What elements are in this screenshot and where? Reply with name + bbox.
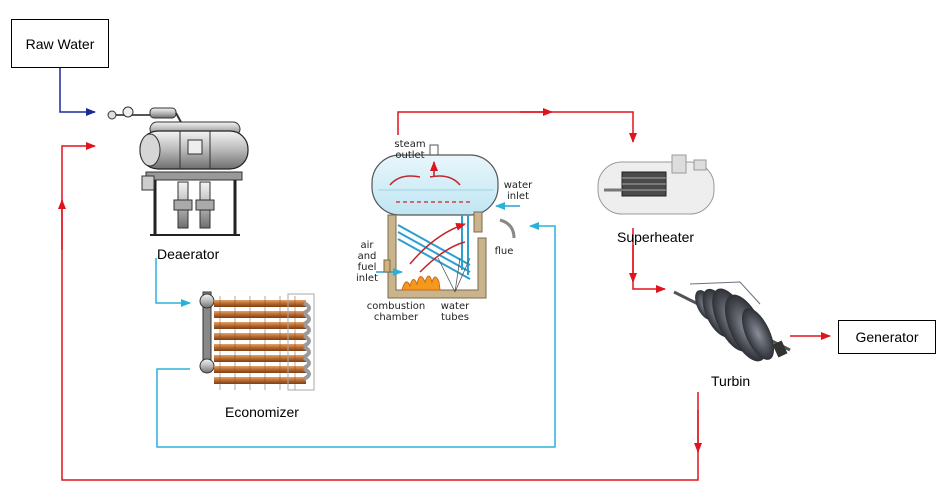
water-inlet-label: water inlet: [500, 180, 536, 202]
air-line4: inlet: [356, 273, 378, 284]
combustion-line1: combustion: [366, 301, 426, 312]
raw-water-box: Raw Water: [11, 19, 109, 68]
economizer-label: Economizer: [225, 404, 299, 420]
deaerator-illustration: [107, 106, 249, 236]
air-line2: and: [357, 251, 377, 262]
superheater-illustration: [597, 154, 715, 215]
superheater-to-turbin-line: [629, 228, 666, 293]
combustion-chamber-label: combustion chamber: [364, 301, 428, 323]
air-line3: fuel: [357, 262, 377, 273]
water-inlet-line2: inlet: [507, 191, 529, 202]
boiler-to-superheater-line: [397, 108, 637, 143]
water-inlet-line1: water: [503, 180, 533, 191]
economizer-illustration: [199, 291, 315, 391]
turbin-label: Turbin: [711, 373, 751, 389]
steam-outlet-line1: steam: [394, 139, 426, 150]
water-tubes-label: water tubes: [434, 301, 476, 323]
return-to-deaerator-line: [58, 142, 702, 481]
deaerator-to-economizer-line: [155, 258, 191, 307]
water-tubes-line1: water: [440, 301, 470, 312]
boiler-illustration: [371, 144, 520, 299]
turbin-illustration: [673, 281, 791, 362]
generator-label: Generator: [855, 329, 919, 345]
air-fuel-inlet-label: air and fuel inlet: [352, 240, 382, 284]
steam-outlet-label: steam outlet: [388, 139, 432, 161]
economizer-to-boiler-line: [156, 222, 556, 448]
deaerator-label: Deaerator: [157, 246, 220, 262]
flue-label: flue: [494, 246, 514, 257]
steam-outlet-line2: outlet: [395, 150, 425, 161]
air-line1: air: [360, 240, 374, 251]
combustion-line2: chamber: [373, 312, 419, 323]
generator-box: Generator: [838, 320, 936, 354]
superheater-label: Superheater: [617, 229, 695, 245]
raw-water-label: Raw Water: [25, 35, 95, 52]
raw-water-line: [59, 67, 96, 116]
water-tubes-line2: tubes: [441, 312, 469, 323]
